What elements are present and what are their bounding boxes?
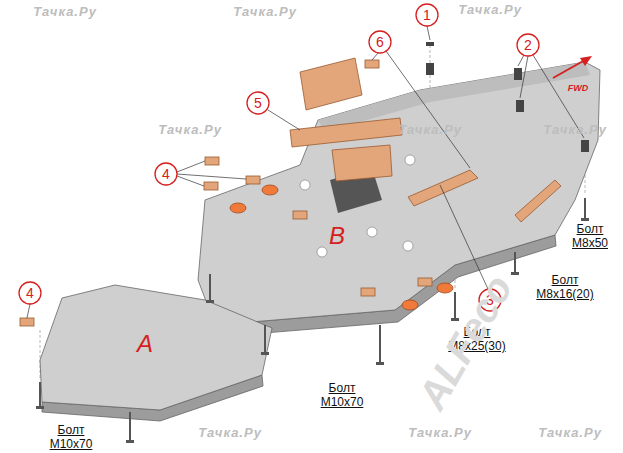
watermark: Тачка.Ру: [20, 4, 110, 20]
callout-number: 4: [20, 284, 40, 302]
watermark: Тачка.Ру: [445, 2, 535, 18]
direction-label: FWD: [563, 83, 593, 94]
bolt-spec: Болт M10x70: [43, 423, 99, 451]
callout-number: 2: [518, 36, 538, 54]
bolt-spec: Болт M10x70: [314, 381, 370, 409]
callout-number: 6: [370, 33, 390, 51]
watermark: Тачка.Ру: [220, 4, 310, 20]
watermark: Тачка.Ру: [395, 425, 485, 441]
watermark: Тачка.Ру: [145, 122, 235, 138]
bolt-spec: Болт M8x50: [565, 222, 615, 250]
callout-number: 5: [248, 94, 268, 112]
watermark: Тачка.Ру: [385, 122, 475, 138]
watermark: Тачка.Ру: [525, 425, 615, 441]
watermark: Тачка.Ру: [185, 425, 275, 441]
callout-number: 4: [156, 165, 176, 183]
bolt-spec: Болт M8x16(20): [532, 273, 598, 301]
watermark: Тачка.Ру: [530, 122, 620, 138]
part-letter: A: [130, 330, 160, 358]
callout-number: 1: [417, 6, 437, 24]
part-letter: B: [322, 222, 352, 250]
